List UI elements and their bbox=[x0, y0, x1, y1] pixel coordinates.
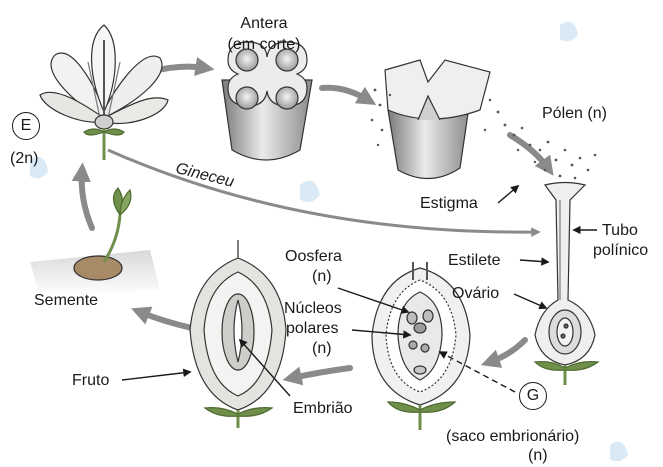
polinico-label: polínico bbox=[593, 242, 648, 259]
estigma-label: Estigma bbox=[420, 195, 478, 212]
stage-e-ploidy: (2n) bbox=[10, 150, 38, 167]
tubo-label: Tubo bbox=[602, 222, 638, 239]
nucleos-label: Núcleos bbox=[284, 300, 342, 317]
fruto-label: Fruto bbox=[72, 372, 109, 389]
polares-label: polares bbox=[286, 320, 338, 337]
oosfera-ploidy: (n) bbox=[312, 268, 332, 285]
gineceu-arrow bbox=[108, 150, 536, 232]
anther-cross-section-icon bbox=[222, 42, 312, 160]
antera-label: Antera bbox=[228, 15, 300, 32]
fruit-section-icon bbox=[190, 240, 286, 428]
ovario-label: Ovário bbox=[452, 285, 499, 302]
stage-g-badge: G bbox=[519, 382, 547, 410]
embriao-label: Embrião bbox=[293, 400, 353, 417]
nucleos-ploidy: (n) bbox=[312, 340, 332, 357]
pistil-icon bbox=[535, 183, 598, 386]
flower-icon bbox=[40, 25, 168, 160]
polen-label: Pólen (n) bbox=[542, 105, 607, 122]
antera-subtitle: (em corte) bbox=[212, 36, 316, 53]
label-pointers bbox=[122, 186, 597, 396]
germinating-seed-icon bbox=[30, 188, 160, 296]
open-anther-icon bbox=[385, 60, 490, 179]
oosfera-label: Oosfera bbox=[285, 248, 342, 265]
semente-label: Semente bbox=[34, 292, 98, 309]
saco-label: (saco embrionário) bbox=[446, 428, 579, 445]
stage-e-badge: E bbox=[12, 112, 40, 140]
estilete-label: Estilete bbox=[448, 252, 500, 269]
saco-ploidy: (n) bbox=[528, 447, 548, 464]
